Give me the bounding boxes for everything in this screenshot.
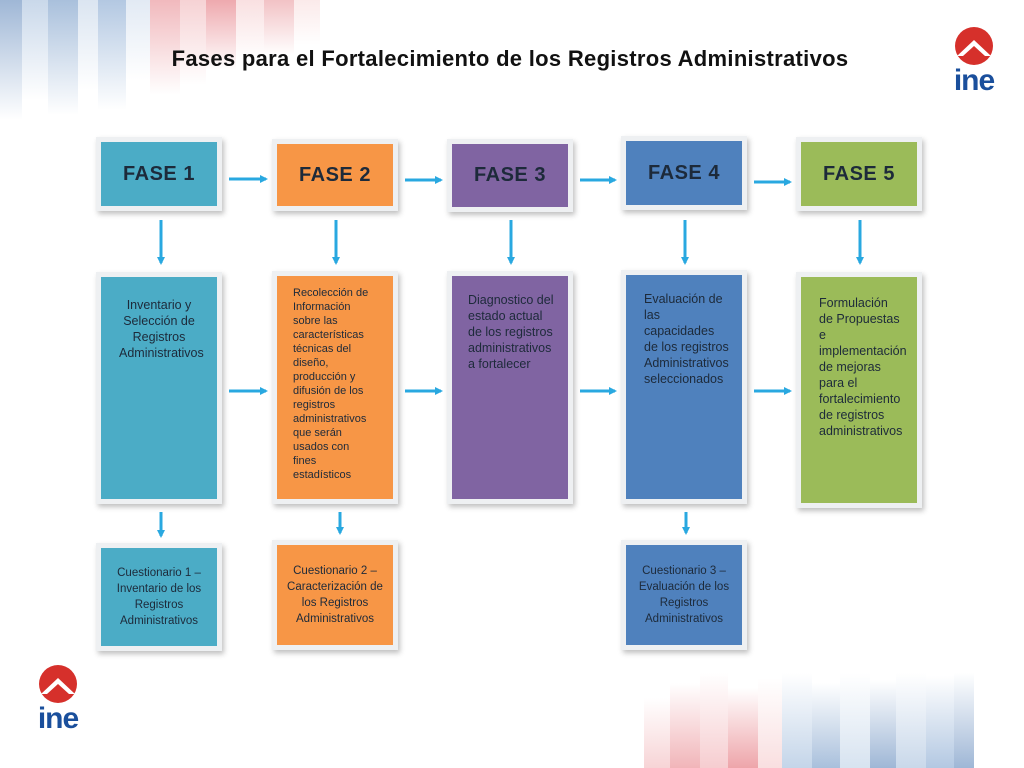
- ine-logo-mark-icon: [955, 27, 993, 65]
- ine-logo-mark-icon: [39, 665, 77, 703]
- fase-4-box: FASE 4: [621, 136, 747, 210]
- decorative-stripes-bottom: [644, 673, 1024, 768]
- fase-3-description: Diagnostico del estado actual de los reg…: [447, 271, 573, 504]
- fase-4-description: Evaluación de las capacidades de los reg…: [621, 270, 747, 504]
- cuestionario-3-box: Cuestionario 3 – Evaluación de los Regis…: [621, 540, 747, 650]
- cuestionario-2-box: Cuestionario 2 – Caracterización de los …: [272, 540, 398, 650]
- ine-logo-bottom: ine: [30, 664, 86, 738]
- slide-title: Fases para el Fortalecimiento de los Reg…: [171, 46, 849, 71]
- fase-1-box: FASE 1: [96, 137, 222, 211]
- ine-logo-text: ine: [37, 702, 79, 735]
- fase-3-box: FASE 3: [447, 139, 573, 212]
- ine-logo-top: ine: [946, 26, 1002, 100]
- fase-5-box: FASE 5: [796, 137, 922, 211]
- ine-logo-text: ine: [953, 64, 995, 97]
- fase-2-description: Recolección de Información sobre las car…: [272, 271, 398, 504]
- decorative-stripes-top: [0, 0, 380, 120]
- fase-1-description: Inventario y Selección de Registros Admi…: [96, 272, 222, 504]
- fase-2-box: FASE 2: [272, 139, 398, 211]
- fase-5-description: Formulación de Propuestas e implementaci…: [796, 272, 922, 508]
- cuestionario-1-box: Cuestionario 1 – Inventario de los Regis…: [96, 543, 222, 651]
